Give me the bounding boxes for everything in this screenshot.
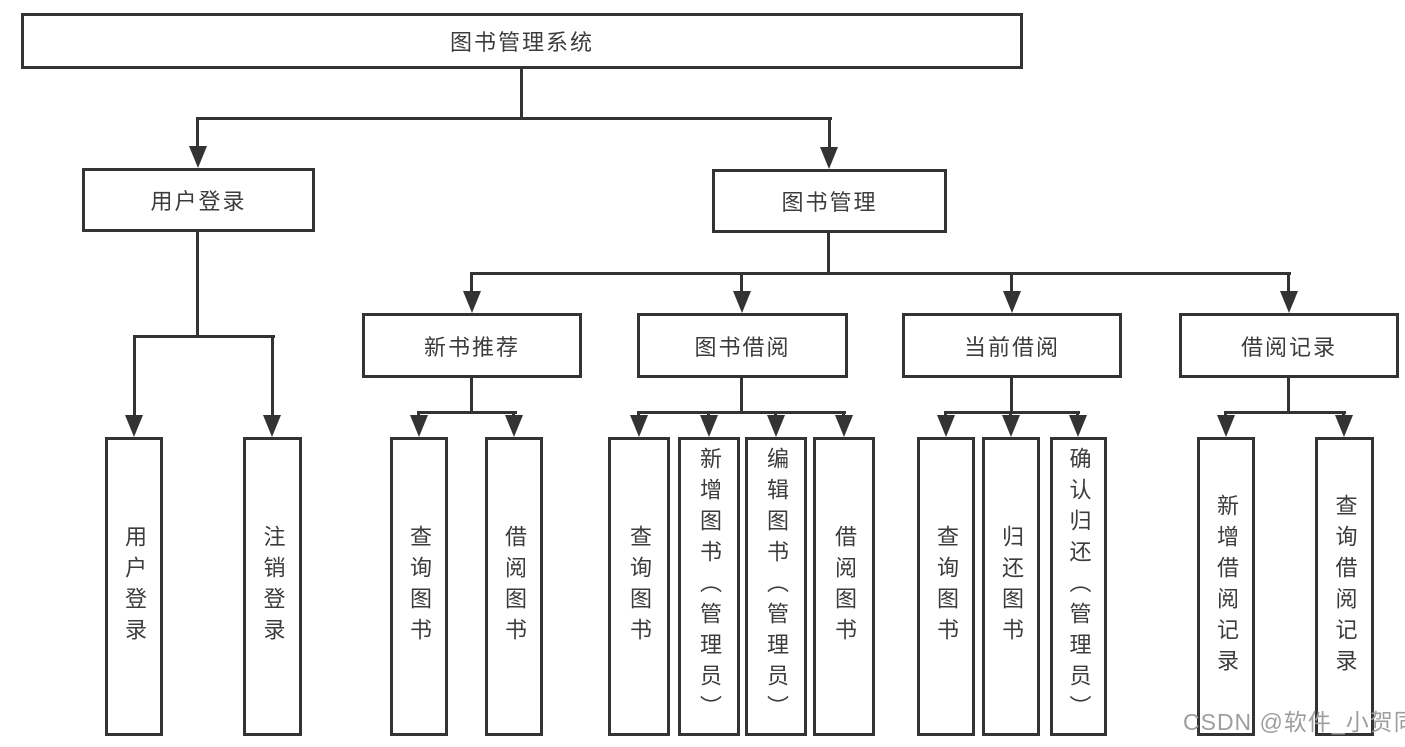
- arrow-down-icon: [630, 415, 648, 437]
- node-label: 借阅记录: [1240, 334, 1337, 360]
- connector-line: [418, 411, 517, 414]
- arrow-down-icon: [410, 415, 428, 437]
- connector-line: [133, 335, 136, 417]
- connector-line: [520, 69, 523, 119]
- node-label: 图书管理: [781, 190, 878, 215]
- node-library-management-system: 图书管理系统: [21, 13, 1023, 69]
- node-book-management: 图书管理: [712, 169, 947, 233]
- arrow-down-icon: [937, 415, 955, 437]
- connector-line: [271, 335, 274, 417]
- node-label: 编辑图书（管理员）: [764, 447, 789, 726]
- connector-line: [1287, 378, 1290, 414]
- arrow-down-icon: [733, 291, 751, 313]
- arrow-down-icon: [1280, 291, 1298, 313]
- node-user-login: 用户登录: [82, 168, 315, 232]
- leaf-add-books-admin: 新增图书（管理员）: [678, 437, 740, 736]
- leaf-return-books: 归还图书: [982, 437, 1040, 736]
- node-current-borrowing: 当前借阅: [902, 313, 1122, 378]
- arrow-down-icon: [820, 147, 838, 169]
- node-label: 当前借阅: [963, 334, 1060, 360]
- leaf-logout: 注销登录: [243, 437, 302, 736]
- node-label: 用户登录: [150, 189, 247, 214]
- arrow-down-icon: [1217, 415, 1235, 437]
- node-label: 图书管理系统: [449, 30, 594, 55]
- node-label: 用户登录: [122, 524, 147, 649]
- arrow-down-icon: [505, 415, 523, 437]
- leaf-edit-books-admin: 编辑图书（管理员）: [745, 437, 807, 736]
- connector-line: [740, 272, 743, 293]
- connector-line: [827, 233, 830, 275]
- csdn-watermark: CSDN @软件_小贺同学: [1183, 709, 1405, 735]
- connector-line: [196, 117, 832, 120]
- connector-line: [637, 411, 846, 414]
- leaf-query-books-recommend: 查询图书: [390, 437, 448, 736]
- connector-line: [1010, 272, 1013, 293]
- connector-line: [133, 335, 275, 338]
- connector-line: [470, 378, 473, 414]
- connector-line: [1287, 272, 1290, 293]
- arrow-down-icon: [1002, 415, 1020, 437]
- arrow-down-icon: [189, 146, 207, 168]
- node-new-book-recommendation: 新书推荐: [362, 313, 582, 378]
- leaf-borrow-books: 借阅图书: [813, 437, 875, 736]
- node-label: 注销登录: [260, 524, 286, 649]
- arrow-down-icon: [1335, 415, 1353, 437]
- leaf-query-books-borrowing: 查询图书: [608, 437, 670, 736]
- connector-line: [196, 232, 199, 338]
- node-label: 图书借阅: [694, 334, 791, 360]
- arrow-down-icon: [1069, 415, 1087, 437]
- connector-line: [471, 272, 1291, 275]
- node-label: 新增借阅记录: [1214, 493, 1239, 680]
- arrow-down-icon: [263, 415, 281, 437]
- arrow-down-icon: [700, 415, 718, 437]
- node-book-borrowing: 图书借阅: [637, 313, 848, 378]
- connector-line: [944, 411, 1080, 414]
- leaf-confirm-return-admin: 确认归还（管理员）: [1050, 437, 1107, 736]
- leaf-add-borrow-record: 新增借阅记录: [1197, 437, 1255, 736]
- connector-line: [1224, 411, 1346, 414]
- node-label: 新增图书（管理员）: [697, 447, 722, 726]
- node-label: 查询借阅记录: [1332, 493, 1358, 680]
- node-label: 查询图书: [934, 524, 959, 649]
- node-label: 查询图书: [407, 524, 432, 649]
- leaf-borrow-books-recommend: 借阅图书: [485, 437, 543, 736]
- leaf-query-books-current: 查询图书: [917, 437, 975, 736]
- connector-line: [196, 117, 199, 148]
- node-label: 借阅图书: [832, 524, 857, 649]
- arrow-down-icon: [767, 415, 785, 437]
- connector-line: [470, 272, 473, 293]
- node-label: 查询图书: [627, 524, 652, 649]
- connector-line: [740, 378, 743, 414]
- leaf-query-borrow-record: 查询借阅记录: [1315, 437, 1374, 736]
- arrow-down-icon: [125, 415, 143, 437]
- arrow-down-icon: [1003, 291, 1021, 313]
- connector-line: [828, 117, 831, 148]
- node-label: 新书推荐: [423, 334, 520, 360]
- arrow-down-icon: [835, 415, 853, 437]
- node-label: 借阅图书: [502, 524, 527, 649]
- connector-line: [1010, 378, 1013, 414]
- arrow-down-icon: [463, 291, 481, 313]
- node-label: 确认归还（管理员）: [1066, 447, 1092, 726]
- node-borrowing-records: 借阅记录: [1179, 313, 1399, 378]
- node-label: 归还图书: [999, 524, 1024, 649]
- leaf-user-login: 用户登录: [105, 437, 163, 736]
